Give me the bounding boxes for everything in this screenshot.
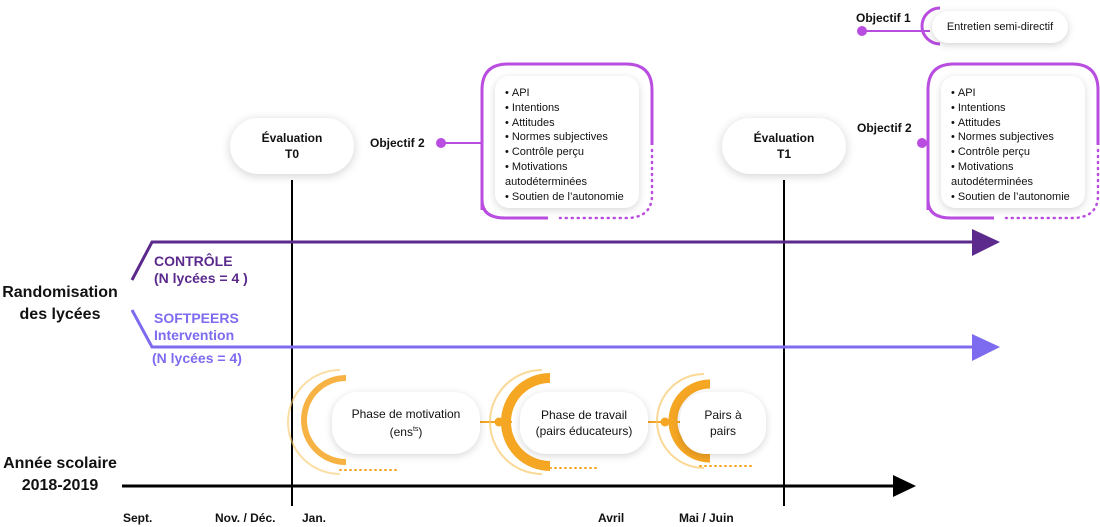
intervention-arrow-line [130,309,975,349]
objective2-frame-left-dotted [558,148,654,220]
phase3-ring-solid [668,379,711,463]
phase-motivation-sup: ts [412,426,419,433]
objective2-frame-right-dotted [1004,148,1100,220]
list-item: Intentions [505,101,633,116]
list-item: Attitudes [505,116,633,131]
randomisation-line2: des lycées [19,306,101,323]
intervention-title: SOFTPEERS [154,310,239,326]
objective2-right-card: API Intentions Attitudes Normes subjecti… [941,76,1085,208]
list-item: Normes subjectives [951,130,1079,145]
objective1-label: Objectif 1 [856,11,911,25]
school-year-line1: Année scolaire [3,455,117,472]
phase-motivation-line1: Phase de motivation [351,407,461,421]
list-item: Contrôle perçu [951,145,1079,160]
phase-work-line2: (pairs éducateurs) [535,424,633,438]
intervention-arrow-head [972,334,1000,361]
objective2-frame-left-bottom [480,199,548,220]
objective2-frame-left [480,62,654,210]
control-group-label: CONTRÔLE (N lycées = 4 ) [154,253,248,287]
control-title: CONTRÔLE [154,253,233,269]
objective2-frame-right [926,62,1100,210]
phase-peers-card: Pairs à pairs [680,392,766,454]
evaluation-t0-box: Évaluation T0 [230,118,354,174]
phase-motivation-line2-start: (ens [389,425,413,439]
objective1-pill: Entretien semi-directif [932,11,1068,43]
phase-motivation-line2: (ensts) [352,422,461,440]
objective2-right-dot [917,138,927,148]
phase-work-card: Phase de travail (pairs éducateurs) [520,392,648,454]
intervention-group-label: SOFTPEERS Intervention [154,310,239,344]
list-item: API [505,86,633,101]
control-arrow-line [130,240,975,281]
list-item: Soutien de l’autonomie [951,190,1079,205]
list-item: API [951,86,1079,101]
phase3-ring-faint [656,373,705,469]
month-sept: Sept. [123,511,153,525]
phase-motivation-card: Phase de motivation (ensts) [332,392,480,454]
list-item: Contrôle perçu [505,145,633,160]
objective2-right-label: Objectif 2 [857,121,912,135]
randomisation-line1: Randomisation [2,284,118,301]
intervention-subtitle: Intervention [154,327,235,343]
list-item: Soutien de l’autonomie [505,190,633,205]
objective2-left-card: API Intentions Attitudes Normes subjecti… [495,76,639,208]
evaluation-t1-box: Évaluation T1 [722,118,846,174]
month-avril: Avril [598,511,625,525]
objective2-left-dot [436,138,446,148]
intervention-count: (N lycées = 4) [152,350,242,366]
school-year-label: Année scolaire 2018-2019 [0,453,120,497]
phase1-ring-solid [301,375,347,465]
phase-work-line1: Phase de travail [540,408,628,422]
timeline-arrow-head [893,475,916,497]
evaluation-t1-line2: T1 [776,147,791,161]
list-item: Motivations autodéterminées [505,160,633,190]
phase-connector-2-dot [660,417,670,427]
school-year-line2: 2018-2019 [21,477,99,494]
list-item: Attitudes [951,116,1079,131]
month-mai-juin: Mai / Juin [679,511,734,525]
objective2-frame-right-bottom [926,199,994,220]
evaluation-t0-line1: Évaluation [261,131,323,145]
phase-peers-line2: pairs [709,424,736,438]
month-jan: Jan. [302,511,327,525]
list-item: Intentions [951,101,1079,116]
evaluation-t0-line2: T0 [284,147,299,161]
phase-peers-line1: Pairs à [704,408,742,422]
phase2-ring-faint [489,369,543,475]
objective2-left-list: API Intentions Attitudes Normes subjecti… [505,86,633,204]
objective2-left-label: Objectif 2 [370,136,425,150]
control-count: (N lycées = 4 ) [154,270,248,286]
objective1-dot [857,26,867,36]
phase-motivation-line2-end: ) [418,425,423,439]
objective2-right-list: API Intentions Attitudes Normes subjecti… [951,86,1079,204]
phase2-ring-solid [501,373,551,471]
list-item: Motivations autodéterminées [951,160,1079,190]
control-arrow-head [972,229,1000,256]
randomisation-label: Randomisation des lycées [0,282,120,326]
objective1-ring [920,6,941,46]
evaluation-t1-line1: Évaluation [753,131,815,145]
phase1-ring-faint [287,369,341,475]
month-nov-dec: Nov. / Déc. [215,511,276,525]
list-item: Normes subjectives [505,130,633,145]
